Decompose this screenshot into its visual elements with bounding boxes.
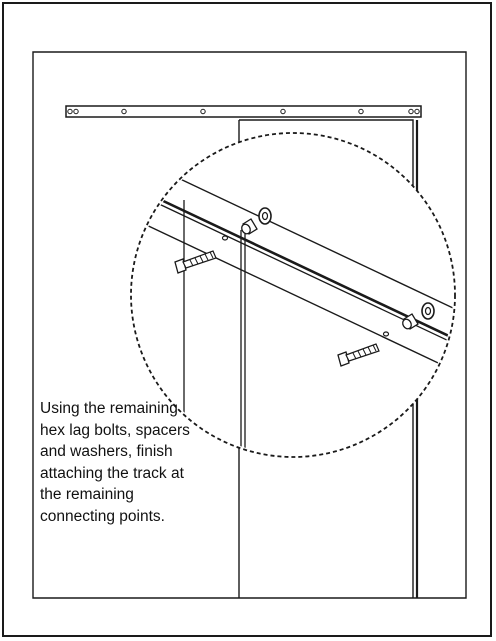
wall-opening-outline [32,51,467,599]
spacer [241,218,258,235]
track-hole [382,331,390,337]
washer [421,302,435,320]
hex-lag-bolt [337,343,380,367]
washer [258,207,272,225]
spacer [402,313,419,330]
instruction-text: Using the remaining hex lag bolts, space… [40,400,190,525]
hex-lag-bolt [174,250,217,274]
track-hole [221,235,229,241]
track-holes [67,108,420,115]
track-rail [65,105,422,118]
zoom-callout [130,132,456,458]
